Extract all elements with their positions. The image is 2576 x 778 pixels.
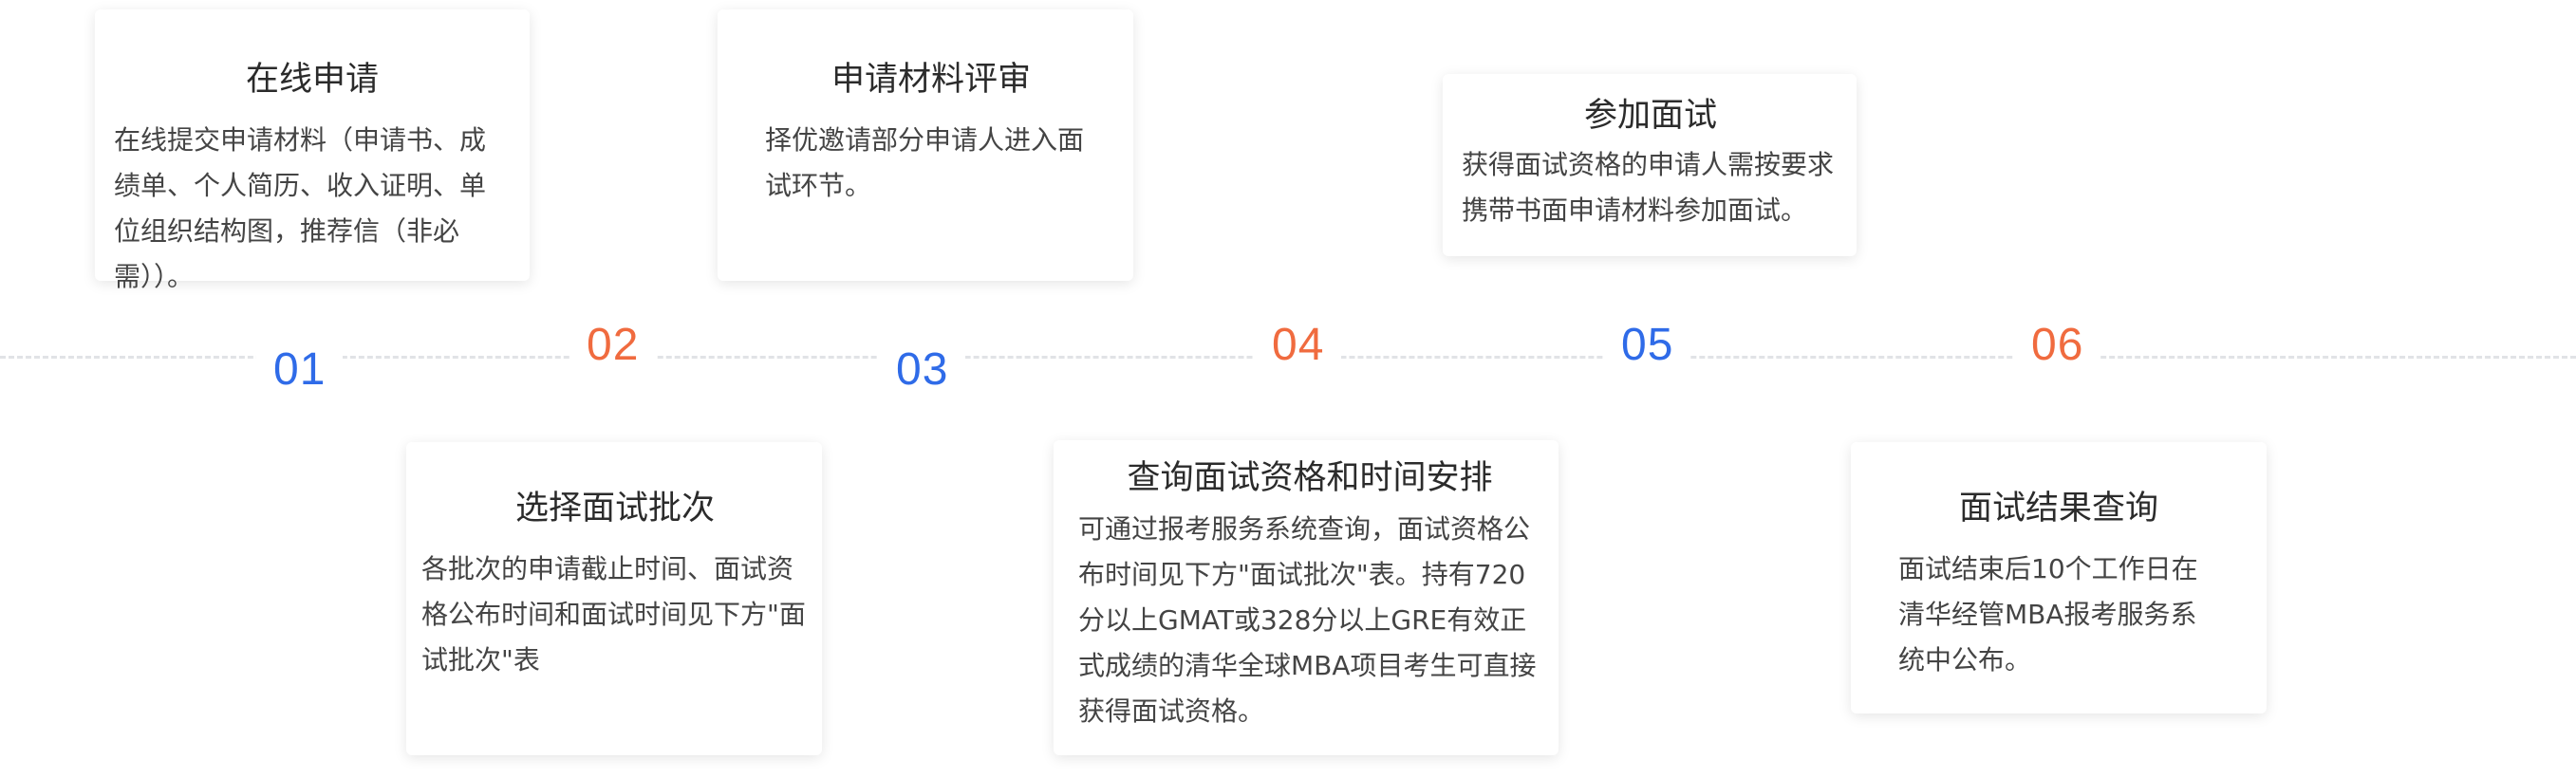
step-description: 各批次的申请截止时间、面试资格公布时间和面试时间见下方"面试批次"表 [421,553,806,676]
step-title: 在线申请 [245,61,379,99]
step-title: 参加面试 [1583,97,1717,135]
step-title: 申请材料评审 [831,61,1031,99]
step-description: 择优邀请部分申请人进入面试环节。 [765,124,1085,201]
step-description: 可通过报考服务系统查询，面试资格公布时间见下方"面试批次"表。持有720分以上G… [1078,513,1537,727]
step-card-05: 参加面试 获得面试资格的申请人需按要求携带书面申请材料参加面试。 [1443,74,1857,256]
step-number-03: 03 [879,342,966,398]
step-description: 获得面试资格的申请人需按要求携带书面申请材料参加面试。 [1462,149,1835,226]
step-description: 面试结束后10个工作日在清华经管MBA报考服务系统中公布。 [1898,553,2198,676]
step-title: 选择面试批次 [514,490,715,528]
step-card-03: 申请材料评审 择优邀请部分申请人进入面试环节。 [718,9,1133,281]
step-number-04: 04 [1255,317,1342,374]
step-title: 面试结果查询 [1958,490,2158,528]
step-number-01: 01 [256,342,344,398]
step-card-01: 在线申请 在线提交申请材料（申请书、成绩单、个人简历、收入证明、单位组织结构图，… [95,9,530,292]
step-card-06: 面试结果查询 面试结束后10个工作日在清华经管MBA报考服务系统中公布。 [1851,442,2267,713]
step-number-05: 05 [1604,317,1691,374]
step-card-04: 查询面试资格和时间安排 可通过报考服务系统查询，面试资格公布时间见下方"面试批次… [1054,440,1559,755]
step-card-02: 选择面试批次 各批次的申请截止时间、面试资格公布时间和面试时间见下方"面试批次"… [406,442,822,755]
step-description: 在线提交申请材料（申请书、成绩单、个人简历、收入证明、单位组织结构图，推荐信（非… [114,124,487,292]
step-number-02: 02 [569,317,657,374]
step-number-06: 06 [2014,317,2101,374]
step-title: 查询面试资格和时间安排 [1127,459,1493,497]
